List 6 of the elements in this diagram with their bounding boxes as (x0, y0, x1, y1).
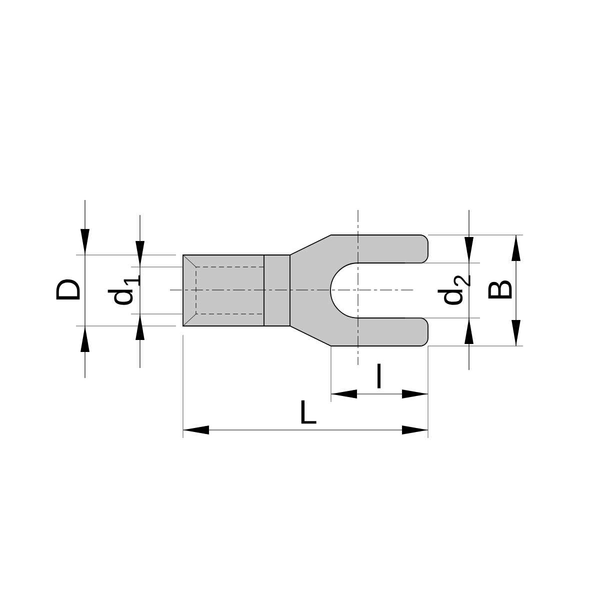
dimension-label: d$_{1}$ (108, 275, 140, 305)
dimension-label: B (488, 280, 512, 299)
dimension-label: D (56, 279, 80, 300)
dimension-label: d$_{2}$ (438, 275, 470, 305)
dimension-label: l (378, 364, 380, 388)
dimension-label: L (301, 400, 316, 424)
